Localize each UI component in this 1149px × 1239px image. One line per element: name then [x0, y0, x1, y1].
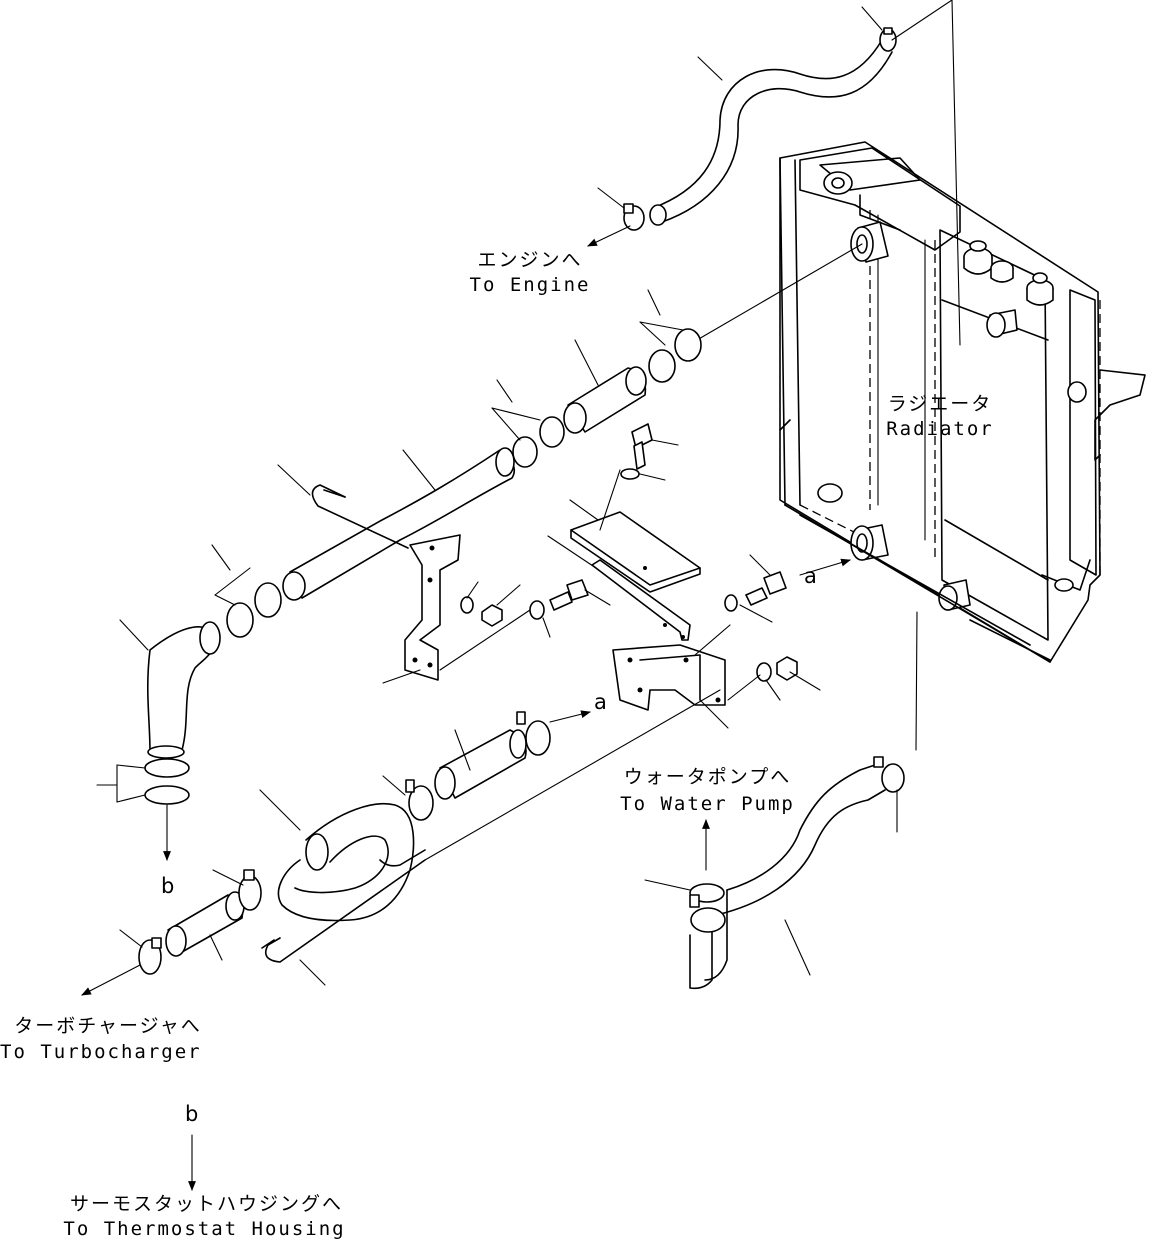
filler-cap-right — [1026, 272, 1054, 306]
bracket-lower — [549, 554, 851, 729]
water-pump-hose — [644, 611, 918, 990]
middle-pipe-assembly — [96, 243, 863, 861]
label-thermostat-jp: サーモスタットハウジングへ — [70, 1193, 344, 1215]
bracket-left — [382, 534, 531, 684]
hose-clamp-engine — [623, 203, 645, 231]
radiator-side-pipe — [986, 309, 1018, 338]
marker-a-radiator: a — [804, 564, 817, 588]
label-engine-jp: エンジンへ — [477, 249, 583, 271]
filler-cap-left — [963, 240, 993, 275]
bolt-middle — [529, 579, 611, 638]
label-radiator-en: Radiator — [886, 418, 994, 440]
label-thermostat-en: To Thermostat Housing — [63, 1218, 346, 1239]
radiator — [779, 141, 1146, 663]
label-turbo-jp: ターボチャージャへ — [14, 1015, 202, 1037]
bracket-center — [547, 535, 691, 641]
hose-clamp-top — [879, 27, 897, 52]
clamp-a1 — [674, 328, 702, 362]
label-turbo-en: To Turbocharger — [0, 1041, 202, 1063]
nut-lower — [776, 656, 798, 681]
washer-right — [724, 594, 738, 612]
marker-b-clamp: b — [161, 874, 175, 898]
filler-cap-mid — [990, 260, 1014, 283]
clamp-a2 — [648, 349, 676, 383]
washer-lower — [756, 662, 772, 682]
radiator-lower-outlet — [850, 524, 889, 561]
label-water-pump-en: To Water Pump — [620, 793, 795, 815]
washer-top — [620, 468, 640, 480]
lower-hose-assembly — [81, 689, 721, 996]
label-engine-en: To Engine — [469, 274, 591, 296]
u-bolt-upper — [311, 484, 409, 549]
plate-bracket — [569, 423, 701, 593]
marker-a-hose: a — [594, 690, 607, 714]
bolt-right — [763, 571, 787, 595]
upper-hose-to-engine — [587, 0, 961, 346]
bolt-top — [633, 441, 646, 470]
washer-left — [460, 596, 474, 614]
nut-left — [481, 604, 503, 627]
marker-b-thermostat: b — [185, 1102, 199, 1126]
hose-clamp-pump — [873, 756, 905, 793]
label-water-pump-jp: ウォータポンプへ — [623, 766, 792, 788]
radiator-upper-inlet — [850, 221, 889, 263]
label-radiator-jp: ラジエータ — [887, 393, 993, 415]
